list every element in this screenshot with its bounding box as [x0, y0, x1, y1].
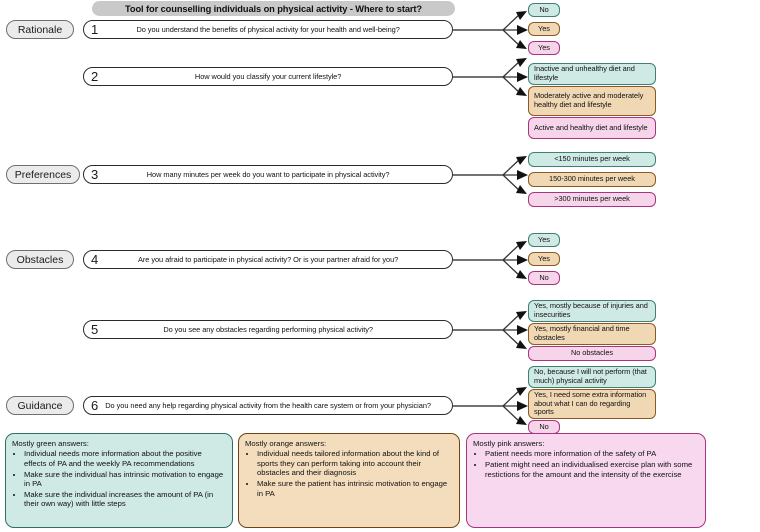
question-text-4: Are you afraid to participate in physica…: [137, 255, 399, 264]
connector-5: [453, 311, 528, 349]
summary-pink-list: Patient needs more information of the sa…: [473, 449, 699, 479]
answer-4-pink[interactable]: No: [528, 271, 560, 285]
answer-5-pink[interactable]: No obstacles: [528, 346, 656, 361]
category-label-obstacles: Obstacles: [6, 250, 74, 269]
connector-3: [453, 156, 528, 194]
connector-6: [453, 387, 528, 425]
answer-6-pink[interactable]: No: [528, 420, 560, 434]
summary-box-orange: Mostly orange answers: Individual needs …: [238, 433, 460, 528]
question-number-4: 4: [91, 252, 99, 267]
answer-1-pink[interactable]: Yes: [528, 41, 560, 55]
answer-3-orange[interactable]: 150-300 minutes per week: [528, 172, 656, 187]
answer-6-green[interactable]: No, because I will not perform (that muc…: [528, 366, 656, 388]
list-item: Make sure the individual has intrinsic m…: [24, 470, 226, 489]
category-label-guidance: Guidance: [6, 396, 74, 415]
list-item: Individual needs tailored information ab…: [257, 449, 453, 477]
question-number-2: 2: [91, 69, 99, 84]
question-box-2[interactable]: 2 How would you classify your current li…: [83, 67, 453, 86]
summary-orange-list: Individual needs tailored information ab…: [245, 449, 453, 498]
summary-pink-heading: Mostly pink answers:: [473, 439, 545, 448]
answer-5-green[interactable]: Yes, mostly because of injuries and inse…: [528, 300, 656, 322]
category-label-rationale: Rationale: [6, 20, 74, 39]
question-box-6[interactable]: 6 Do you need any help regarding physica…: [83, 396, 453, 415]
summary-green-list: Individual needs more information about …: [12, 449, 226, 508]
connector-1: [453, 11, 528, 49]
question-text-3: How many minutes per week do you want to…: [146, 170, 390, 179]
answer-2-green[interactable]: Inactive and unhealthy diet and lifestyl…: [528, 63, 656, 85]
answer-1-orange[interactable]: Yes: [528, 22, 560, 36]
summary-box-pink: Mostly pink answers: Patient needs more …: [466, 433, 706, 528]
question-box-1[interactable]: 1 Do you understand the benefits of phys…: [83, 20, 453, 39]
question-box-3[interactable]: 3 How many minutes per week do you want …: [83, 165, 453, 184]
summary-green-heading: Mostly green answers:: [12, 439, 89, 448]
summary-box-green: Mostly green answers: Individual needs m…: [5, 433, 233, 528]
question-text-6: Do you need any help regarding physical …: [105, 401, 431, 410]
answer-2-orange[interactable]: Moderately active and moderately healthy…: [528, 86, 656, 116]
summary-orange-heading: Mostly orange answers:: [245, 439, 327, 448]
question-text-5: Do you see any obstacles regarding perfo…: [163, 325, 373, 334]
question-box-4[interactable]: 4 Are you afraid to participate in physi…: [83, 250, 453, 269]
answer-4-orange[interactable]: Yes: [528, 252, 560, 266]
answer-4-green[interactable]: Yes: [528, 233, 560, 247]
answer-3-green[interactable]: <150 minutes per week: [528, 152, 656, 167]
question-text-1: Do you understand the benefits of physic…: [136, 25, 400, 34]
question-box-5[interactable]: 5 Do you see any obstacles regarding per…: [83, 320, 453, 339]
question-number-3: 3: [91, 167, 99, 182]
question-text-2: How would you classify your current life…: [194, 72, 342, 81]
connector-2: [453, 58, 528, 96]
question-number-6: 6: [91, 398, 99, 413]
answer-3-pink[interactable]: >300 minutes per week: [528, 192, 656, 207]
list-item: Make sure the patient has intrinsic moti…: [257, 479, 453, 498]
page-title-banner: Tool for counselling individuals on phys…: [92, 1, 455, 16]
question-number-1: 1: [91, 22, 99, 37]
answer-6-orange[interactable]: Yes, I need some extra information about…: [528, 389, 656, 419]
answer-2-pink[interactable]: Active and healthy diet and lifestyle: [528, 117, 656, 139]
category-label-preferences: Preferences: [6, 165, 80, 184]
list-item: Individual needs more information about …: [24, 449, 226, 468]
answer-5-orange[interactable]: Yes, mostly financial and time obstacles: [528, 323, 656, 345]
connector-4: [453, 241, 528, 279]
question-number-5: 5: [91, 322, 99, 337]
list-item: Patient needs more information of the sa…: [485, 449, 699, 458]
list-item: Make sure the individual increases the a…: [24, 490, 226, 509]
answer-1-green[interactable]: No: [528, 3, 560, 17]
list-item: Patient might need an individualised exe…: [485, 460, 699, 479]
